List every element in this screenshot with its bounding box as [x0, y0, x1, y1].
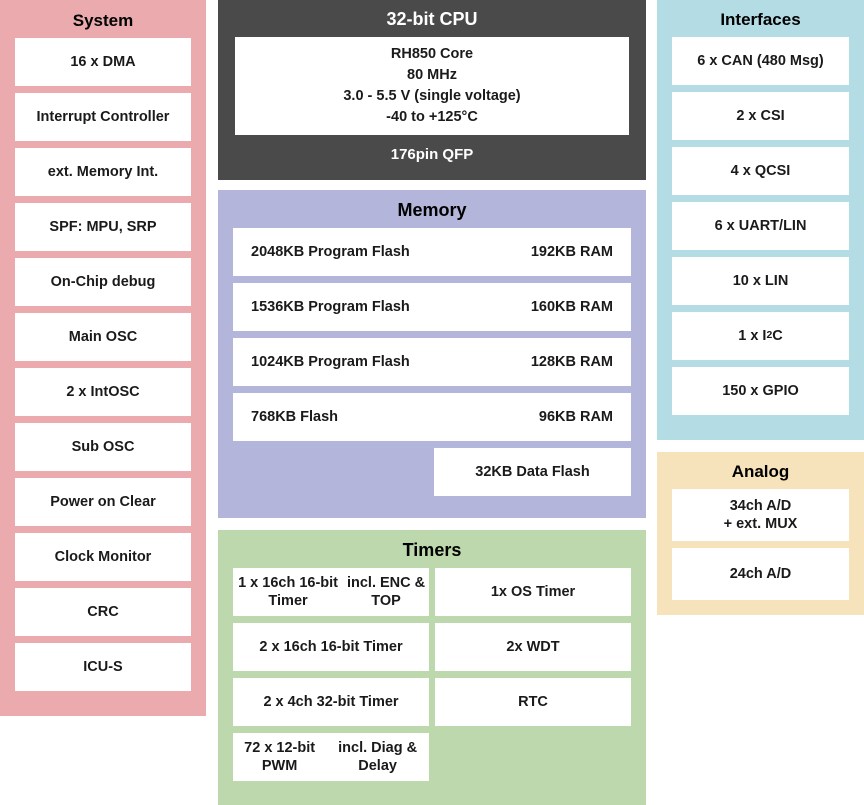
cpu-core-line: RH850 Core	[390, 45, 474, 62]
cpu-panel-title: 32-bit CPU	[386, 9, 478, 29]
interface-item: 150 x GPIO	[672, 367, 849, 415]
memory-row: 2048KB Program Flash 192KB RAM	[233, 228, 631, 276]
memory-ram-label: 160KB RAM	[530, 299, 613, 315]
interface-item: 6 x UART/LIN	[672, 202, 849, 250]
system-panel: System 16 x DMA Interrupt Controller ext. …	[0, 0, 206, 716]
timers-grid-spacer	[435, 733, 631, 781]
cpu-core-line: 80 MHz	[407, 66, 457, 83]
memory-flash-label: 1536KB Program Flash	[251, 299, 410, 315]
system-item: On-Chip debug	[15, 258, 191, 306]
system-item: Clock Monitor	[15, 533, 191, 581]
memory-flash-label: 768KB Flash	[251, 409, 339, 425]
system-item: Sub OSC	[15, 423, 191, 471]
memory-row: 1536KB Program Flash 160KB RAM	[233, 283, 631, 331]
analog-panel: Analog 34ch A/D+ ext. MUX 24ch A/D	[657, 452, 864, 615]
system-item: 2 x IntOSC	[15, 368, 191, 416]
timers-panel-title: Timers	[402, 540, 462, 560]
interface-item: 6 x CAN (480 Msg)	[672, 37, 849, 85]
cpu-panel: 32-bit CPU RH850 Core 80 MHz 3.0 - 5.5 V (…	[218, 0, 646, 180]
system-panel-title: System	[72, 11, 134, 30]
system-item-list: 16 x DMA Interrupt Controller ext. Memory …	[15, 38, 191, 691]
memory-row-list: 2048KB Program Flash 192KB RAM 1536KB Prog…	[233, 228, 631, 496]
analog-item: 24ch A/D	[672, 548, 849, 600]
system-item: Power on Clear	[15, 478, 191, 526]
interfaces-panel-title: Interfaces	[720, 10, 801, 29]
system-item: Main OSC	[15, 313, 191, 361]
interfaces-panel: Interfaces 6 x CAN (480 Msg) 2 x CSI 4 x Q…	[657, 0, 864, 440]
memory-panel: Memory 2048KB Program Flash 192KB RAM 1536…	[218, 190, 646, 518]
analog-item: 34ch A/D+ ext. MUX	[672, 489, 849, 541]
memory-flash-label: 1024KB Program Flash	[251, 354, 410, 370]
interface-item: 2 x CSI	[672, 92, 849, 140]
cpu-core-box: RH850 Core 80 MHz 3.0 - 5.5 V (single volt…	[235, 37, 629, 135]
timer-item: 2 x 4ch 32-bit Timer	[233, 678, 429, 726]
cpu-package-label: 176pin QFP	[390, 146, 474, 163]
timer-item: 2 x 16ch 16-bit Timer	[233, 623, 429, 671]
timer-item: RTC	[435, 678, 631, 726]
timer-item: 1x OS Timer	[435, 568, 631, 616]
memory-panel-title: Memory	[397, 200, 467, 220]
memory-flash-label: 2048KB Program Flash	[251, 244, 410, 260]
interface-item: 4 x QCSI	[672, 147, 849, 195]
memory-row: 1024KB Program Flash 128KB RAM	[233, 338, 631, 386]
system-item: ext. Memory Int.	[15, 148, 191, 196]
system-item: 16 x DMA	[15, 38, 191, 86]
memory-ram-label: 192KB RAM	[530, 244, 613, 260]
cpu-core-line: 3.0 - 5.5 V (single voltage)	[343, 88, 521, 104]
system-item: SPF: MPU, SRP	[15, 203, 191, 251]
cpu-core-line: -40 to +125°C	[386, 109, 478, 126]
interfaces-item-list: 6 x CAN (480 Msg) 2 x CSI 4 x QCSI 6 x UART…	[672, 37, 849, 415]
memory-ram-label: 96KB RAM	[538, 409, 613, 425]
memory-data-flash: 32KB Data Flash	[433, 448, 631, 496]
system-item: Interrupt Controller	[15, 93, 191, 141]
interface-item: 10 x LIN	[672, 257, 849, 305]
analog-panel-title: Analog	[731, 462, 790, 481]
system-item: ICU-S	[15, 643, 191, 691]
analog-item-list: 34ch A/D+ ext. MUX 24ch A/D	[672, 489, 849, 600]
timer-item: 2x WDT	[435, 623, 631, 671]
memory-row: 768KB Flash 96KB RAM	[233, 393, 631, 441]
system-item: CRC	[15, 588, 191, 636]
memory-ram-label: 128KB RAM	[530, 354, 613, 370]
